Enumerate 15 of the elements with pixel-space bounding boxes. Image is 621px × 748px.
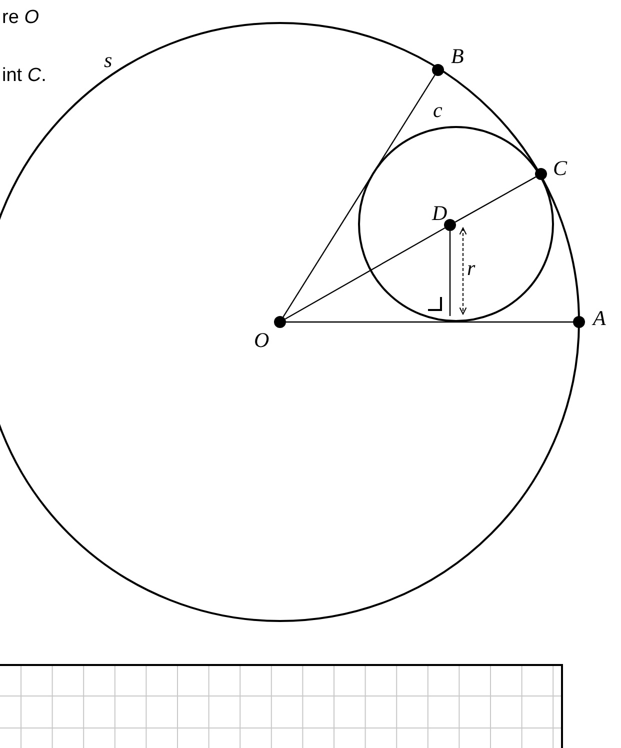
point-label: C: [553, 158, 568, 179]
point-label: B: [451, 46, 464, 67]
point-label: A: [593, 308, 606, 329]
point-label: O: [254, 330, 270, 351]
line-segment: [282, 74, 436, 318]
text-fragment: re O: [2, 8, 39, 27]
circle-label: c: [433, 100, 442, 121]
circle-label: s: [104, 50, 112, 71]
point-label: D: [432, 203, 448, 224]
line-segment: [449, 231, 451, 316]
line-segment: [286, 321, 573, 323]
text-fragment: int C.: [2, 66, 46, 85]
line-segment: [284, 227, 446, 320]
line-segment: [454, 176, 536, 223]
radius-label: r: [467, 258, 476, 279]
